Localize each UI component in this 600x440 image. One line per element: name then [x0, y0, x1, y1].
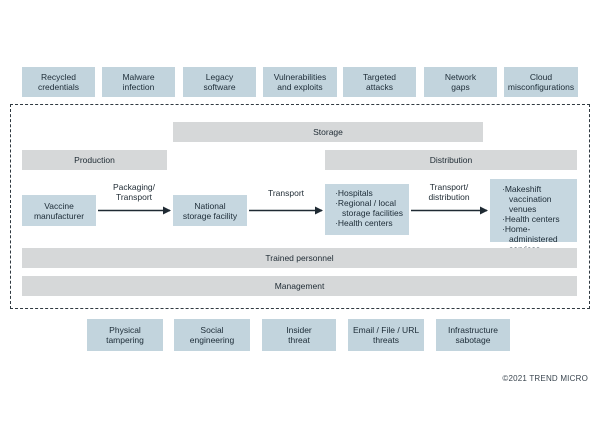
production-bar: Production [22, 150, 167, 170]
vaccine-manufacturer-node: Vaccine manufacturer [22, 195, 96, 226]
packaging-transport-label: Packaging/ Transport [112, 182, 156, 202]
threat-malware-infection: Malware infection [102, 67, 175, 97]
threat-vulnerabilities-exploits: Vulnerabilities and exploits [263, 67, 337, 97]
threat-targeted-attacks: Targeted attacks [343, 67, 416, 97]
supply-chain-frame [10, 104, 590, 309]
transport-label: Transport [267, 188, 305, 198]
threat-legacy-software: Legacy software [183, 67, 256, 97]
list-item: Health centers [335, 218, 405, 228]
threat-physical-tampering: Physical tampering [87, 319, 163, 351]
management-bar: Management [22, 276, 577, 296]
threat-cloud-misconfigurations: Cloud misconfigurations [504, 67, 578, 97]
list-item: Health centers [502, 214, 573, 224]
threat-infrastructure-sabotage: Infrastructure sabotage [436, 319, 510, 351]
threat-recycled-credentials: Recycled credentials [22, 67, 95, 97]
list-item: Hospitals [335, 188, 405, 198]
distribution-bar: Distribution [325, 150, 577, 170]
list-item: Regional / local storage facilities [335, 198, 405, 218]
threat-insider-threat: Insider threat [262, 319, 336, 351]
threat-network-gaps: Network gaps [424, 67, 497, 97]
threat-email-file-url: Email / File / URL threats [348, 319, 424, 351]
regional-facilities-node: Hospitals Regional / local storage facil… [325, 184, 409, 235]
storage-bar: Storage [173, 122, 483, 142]
transport-distribution-label: Transport/ distribution [428, 182, 470, 202]
list-item: Makeshift vaccination venues [502, 184, 573, 214]
copyright-text: ©2021 TREND MICRO [502, 374, 588, 383]
threat-social-engineering: Social engineering [174, 319, 250, 351]
national-storage-node: National storage facility [173, 195, 247, 226]
trained-personnel-bar: Trained personnel [22, 248, 577, 268]
